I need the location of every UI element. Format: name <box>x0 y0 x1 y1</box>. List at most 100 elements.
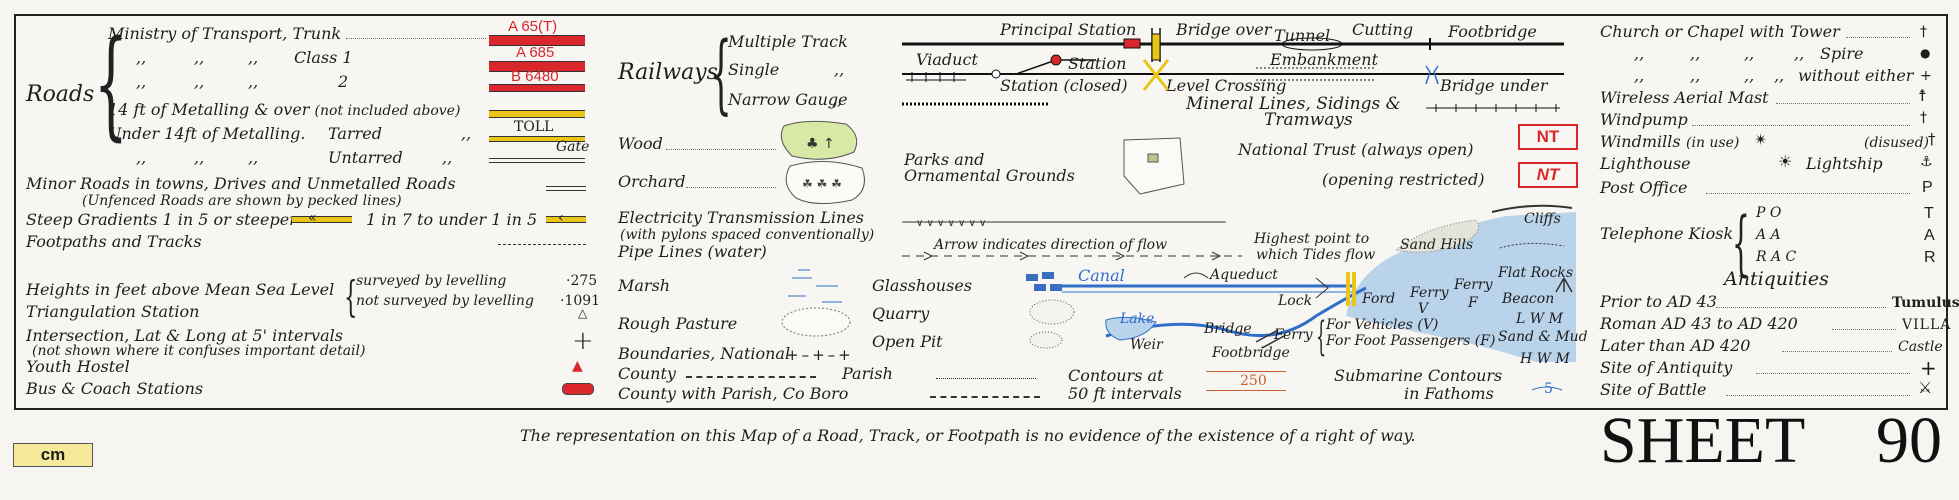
bridge-water-label: Bridge <box>1204 321 1252 337</box>
ford-label: Ford <box>1362 291 1396 307</box>
viaduct-label: Viaduct <box>916 50 978 69</box>
youth-hostel-icon: ▲ <box>572 358 583 374</box>
spire-label: Spire <box>1820 44 1864 63</box>
beacon-symbol <box>1555 277 1573 293</box>
lightship-icon: ⚓ <box>1920 154 1933 170</box>
pipe-label: Pipe Lines (water) <box>618 242 767 261</box>
lake <box>1105 316 1157 341</box>
tarred-label: Tarred <box>328 124 382 143</box>
nt-open-label: National Trust (always open) <box>1238 140 1474 159</box>
county-parish-symbol <box>930 396 1040 398</box>
weir-label: Weir <box>1130 337 1163 353</box>
steep-label: Steep Gradients 1 in 5 or steeper <box>26 210 297 229</box>
flat-rocks-label: Flat Rocks <box>1498 265 1574 281</box>
lock-icon <box>1315 277 1329 299</box>
villa-symbol: VILLA <box>1902 317 1952 333</box>
orchard-symbol <box>785 160 865 204</box>
submarine-value: 5 <box>1544 381 1553 397</box>
height-not-surveyed-value: ·1091 <box>560 293 601 309</box>
principal-station-icon <box>1123 38 1141 49</box>
mineral-label: Mineral Lines, Sidings & <box>1186 94 1401 114</box>
class2-road-symbol <box>489 84 585 92</box>
level-crossing-icon <box>1142 59 1170 91</box>
windmill-disused-icon: † <box>1928 130 1936 148</box>
ferry-f-label: Ferry <box>1454 277 1493 293</box>
county-parish-label: County with Parish, Co Boro <box>618 384 849 403</box>
intersection-cross-icon: + <box>572 326 594 356</box>
parks-symbol <box>1123 137 1185 195</box>
tarred-symbol <box>489 136 585 142</box>
intersection-note: (not shown where it confuses important d… <box>32 343 366 359</box>
unfenced-note: (Unfenced Roads are shown by pecked line… <box>82 193 402 209</box>
bridge-water-icon <box>1255 329 1285 349</box>
quarry-label: Quarry <box>872 304 930 323</box>
footpaths-label: Footpaths and Tracks <box>26 232 202 251</box>
terrain-symbols <box>781 269 1563 391</box>
station-closed-icon <box>991 69 1001 79</box>
railway-symbols <box>902 28 1564 112</box>
flat-rocks <box>1499 242 1565 249</box>
wood-label: Wood <box>618 134 663 153</box>
cm-scale-label: cm <box>13 443 93 467</box>
trunk-road-symbol <box>489 35 585 46</box>
trunk-label: Ministry of Transport, Trunk <box>108 24 342 43</box>
sand-hills-label: Sand Hills <box>1400 237 1474 253</box>
f-label: F <box>1468 295 1478 311</box>
station-icon <box>1050 54 1062 66</box>
orchard-label: Orchard <box>618 172 686 191</box>
parks-label-1: Parks and <box>904 150 985 169</box>
railways-heading: Railways <box>618 60 718 85</box>
lwm-label: L W M <box>1516 311 1563 327</box>
county-label: County <box>618 364 676 383</box>
class1-road-symbol <box>489 61 585 72</box>
tumulus-symbol: Tumulus <box>1892 295 1959 311</box>
windpump-label: Windpump <box>1600 110 1688 129</box>
narrow-gauge-label: Narrow Gauge <box>728 90 848 109</box>
contour-line-symbol <box>1206 371 1286 391</box>
aqueduct-icon <box>1183 272 1209 279</box>
steep2-arrow-icon: ‹ <box>558 210 564 226</box>
wood-symbol <box>780 120 858 160</box>
bridge-under-label: Bridge under <box>1440 76 1548 95</box>
lines-symbols: ∨ ∨ ∨ ∨ ∨ ∨ ∨ <box>902 218 1242 261</box>
kiosk-rac: R A C <box>1756 249 1797 265</box>
highest-label-2: which Tides flow <box>1256 247 1376 263</box>
later-label: Later than AD 420 <box>1600 336 1751 355</box>
glasshouses-label: Glasshouses <box>872 276 972 295</box>
windmill-in-use-icon: ✴ <box>1754 130 1768 149</box>
windmills-label: Windmills <box>1600 132 1681 151</box>
svg-text:♣ ↑: ♣ ↑ <box>806 136 835 152</box>
surveyed-label: surveyed by levelling <box>356 273 507 289</box>
tag-a685: A 685 <box>516 44 555 61</box>
church-spire-icon: ● <box>1920 46 1931 60</box>
viaduct-icon <box>906 72 966 82</box>
pylons-note: (with pylons spaced conventionally) <box>620 227 875 243</box>
principal-station-label: Principal Station <box>1000 20 1137 39</box>
not-surveyed-label: not surveyed by levelling <box>356 293 534 309</box>
lock-label: Lock <box>1278 293 1313 309</box>
sea-area <box>1346 212 1576 362</box>
height-surveyed-value: ·275 <box>566 273 598 289</box>
youth-label: Youth Hostel <box>26 357 130 376</box>
electricity-label: Electricity Transmission Lines <box>618 208 865 227</box>
contours-label-1: Contours at <box>1068 366 1164 385</box>
under-label: Under 14ft of Metalling. <box>108 124 306 143</box>
multiple-track-label: Multiple Track <box>728 32 848 51</box>
station-closed-label: Station (closed) <box>1000 76 1128 95</box>
ferry-label: Ferry <box>1274 327 1313 343</box>
steep2-label: 1 in 7 to under 1 in 5 <box>366 210 538 229</box>
nt-open-symbol: NT <box>1518 124 1578 150</box>
gate-text: Gate <box>556 139 590 155</box>
foot-label: For Foot Passengers (F) <box>1326 333 1496 349</box>
site-antiquity-icon: + <box>1920 356 1937 380</box>
toll-text: TOLL <box>514 119 554 135</box>
lighthouse-icon: ☀ <box>1778 152 1793 171</box>
tag-b6480: B 6480 <box>511 68 559 85</box>
antiquities-heading: Antiquities <box>1724 268 1829 290</box>
aerial-mast-icon: ☨ <box>1918 86 1927 105</box>
battle-label: Site of Battle <box>1600 380 1707 399</box>
cutting-icon <box>1281 37 1343 51</box>
submarine-contour-symbol <box>1531 386 1563 391</box>
metalling-over-symbol <box>489 110 585 118</box>
contours-label-2: 50 ft intervals <box>1068 384 1182 403</box>
